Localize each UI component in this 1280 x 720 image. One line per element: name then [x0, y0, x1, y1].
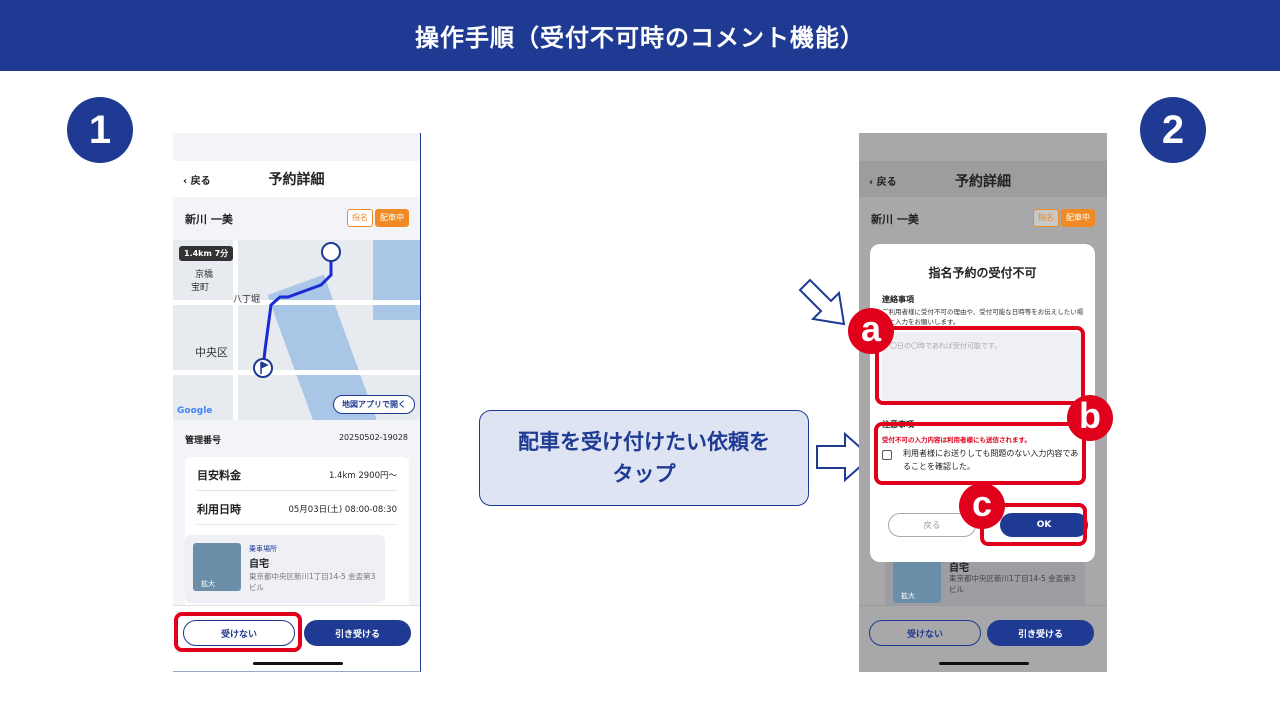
textarea-placeholder: 〇日の〇時であれば受付可能です。	[890, 342, 1002, 350]
house-photo[interactable]: 拡大	[193, 543, 241, 591]
route-line	[253, 242, 341, 378]
tag-dispatching: 配車中	[1061, 209, 1095, 227]
slide-title: 操作手順（受付不可時のコメント機能）	[415, 24, 865, 52]
tag-nominated: 指名	[1033, 209, 1059, 227]
accept-button: 引き受ける	[987, 620, 1094, 646]
google-logo: Google	[177, 406, 213, 416]
callout-line1: 配車を受け付けたい依頼を	[518, 430, 770, 454]
map-label: 京橋	[195, 270, 214, 280]
warning-text: 受付不可の入力内容は利用者様にも送信されます。	[882, 436, 1031, 444]
house-photo: 拡大	[893, 555, 941, 603]
management-value: 20250502-19028	[338, 433, 408, 442]
pickup-card[interactable]: 拡大 乗車場所 自宅 東京都中央区新川1丁目14-5 金盃第3ビル	[185, 535, 385, 603]
title-bar: 操作手順（受付不可時のコメント機能）	[0, 0, 1280, 71]
back-button[interactable]: ‹ 戻る	[183, 172, 211, 187]
map-label: 中央区	[195, 346, 228, 359]
zoom-label: 拡大	[901, 592, 915, 600]
back-button: ‹ 戻る	[869, 173, 897, 188]
map-water	[373, 240, 420, 320]
right-arrow-icon	[816, 432, 873, 482]
date-label: 利用日時	[197, 502, 241, 516]
fare-label: 目安料金	[197, 468, 241, 482]
open-map-app-button[interactable]: 地図アプリで開く	[333, 395, 415, 414]
badge-b: b	[1067, 395, 1113, 441]
fare-row: 目安料金 1.4km 2900円〜	[197, 459, 397, 491]
comment-textarea[interactable]: 〇日の〇時であれば受付可能です。	[882, 332, 1082, 402]
page-title: 予約詳細	[268, 172, 325, 188]
date-value: 05月03日(土) 08:00-08:30	[288, 504, 397, 515]
callout-line2: タップ	[612, 462, 676, 486]
highlight-notes-checkbox	[874, 422, 1086, 485]
confirm-checkbox-label[interactable]: 利用者様にお送りしても問題のない入力内容であることを確認した。	[903, 449, 1079, 471]
customer-name: 新川 一美	[871, 213, 919, 226]
step-number-1: 1	[67, 97, 133, 163]
pickup-label: 乗車場所	[249, 545, 277, 553]
back-label: 戻る	[190, 175, 211, 187]
map-road	[233, 240, 238, 420]
app-header-dimmed: ‹ 戻る 予約詳細	[859, 161, 1107, 197]
badge-a: a	[848, 308, 894, 354]
highlight-reject-button	[174, 612, 302, 652]
contact-description: ご利用者様に受付不可の理由や、受付可能な日時等をお伝えしたい場合に入力をお願いし…	[882, 308, 1084, 326]
map-road	[173, 300, 420, 305]
pickup-name: 自宅	[949, 563, 969, 574]
tag-nominated: 指名	[347, 209, 373, 227]
confirm-checkbox[interactable]	[882, 450, 892, 460]
home-indicator	[253, 662, 343, 665]
page-title: 予約詳細	[955, 174, 1011, 190]
fare-value: 1.4km 2900円〜	[328, 470, 397, 481]
action-footer-dimmed: 受けない 引き受ける	[859, 605, 1107, 672]
map-label: 宝町	[191, 283, 210, 293]
route-map[interactable]: 1.4km 7分 京橋 宝町 八丁堀 中央区 Google 地図アプリで開く	[173, 240, 420, 420]
zoom-label: 拡大	[201, 580, 215, 588]
management-label: 管理番号	[185, 436, 222, 446]
map-road	[173, 370, 420, 375]
customer-name: 新川 一美	[185, 213, 233, 226]
instruction-callout: 配車を受け付けたい依頼を タップ	[479, 410, 809, 506]
modal-title: 指名予約の受付不可	[928, 266, 1037, 280]
diagonal-arrow-icon	[798, 278, 846, 326]
modal-ok-button[interactable]: OK	[1000, 513, 1088, 537]
badge-c: c	[959, 483, 1005, 529]
contact-heading: 連絡事項	[882, 295, 914, 304]
distance-badge: 1.4km 7分	[179, 246, 234, 261]
back-label: 戻る	[876, 177, 897, 188]
home-indicator	[939, 662, 1029, 665]
reject-button[interactable]: 受けない	[183, 620, 295, 646]
pickup-address: 東京都中央区新川1丁目14-5 金盃第3ビル	[249, 572, 376, 592]
tag-dispatching: 配車中	[375, 209, 409, 227]
chevron-left-icon: ‹	[183, 175, 191, 187]
pickup-name: 自宅	[249, 559, 269, 570]
app-header: ‹ 戻る 予約詳細	[173, 161, 420, 197]
pickup-address: 東京都中央区新川1丁目14-5 金盃第3ビル	[949, 574, 1076, 594]
phone-screen-1: ‹ 戻る 予約詳細 新川 一美 指名 配車中 1.4km 7分 京橋 宝町 八丁…	[173, 133, 421, 672]
step-number-2: 2	[1140, 97, 1206, 163]
reject-button: 受けない	[869, 620, 981, 646]
highlight-comment-textarea	[875, 326, 1085, 405]
date-row: 利用日時 05月03日(土) 08:00-08:30	[197, 493, 397, 525]
chevron-left-icon: ‹	[869, 177, 877, 188]
map-label: 八丁堀	[233, 295, 261, 305]
accept-button[interactable]: 引き受ける	[304, 620, 411, 646]
